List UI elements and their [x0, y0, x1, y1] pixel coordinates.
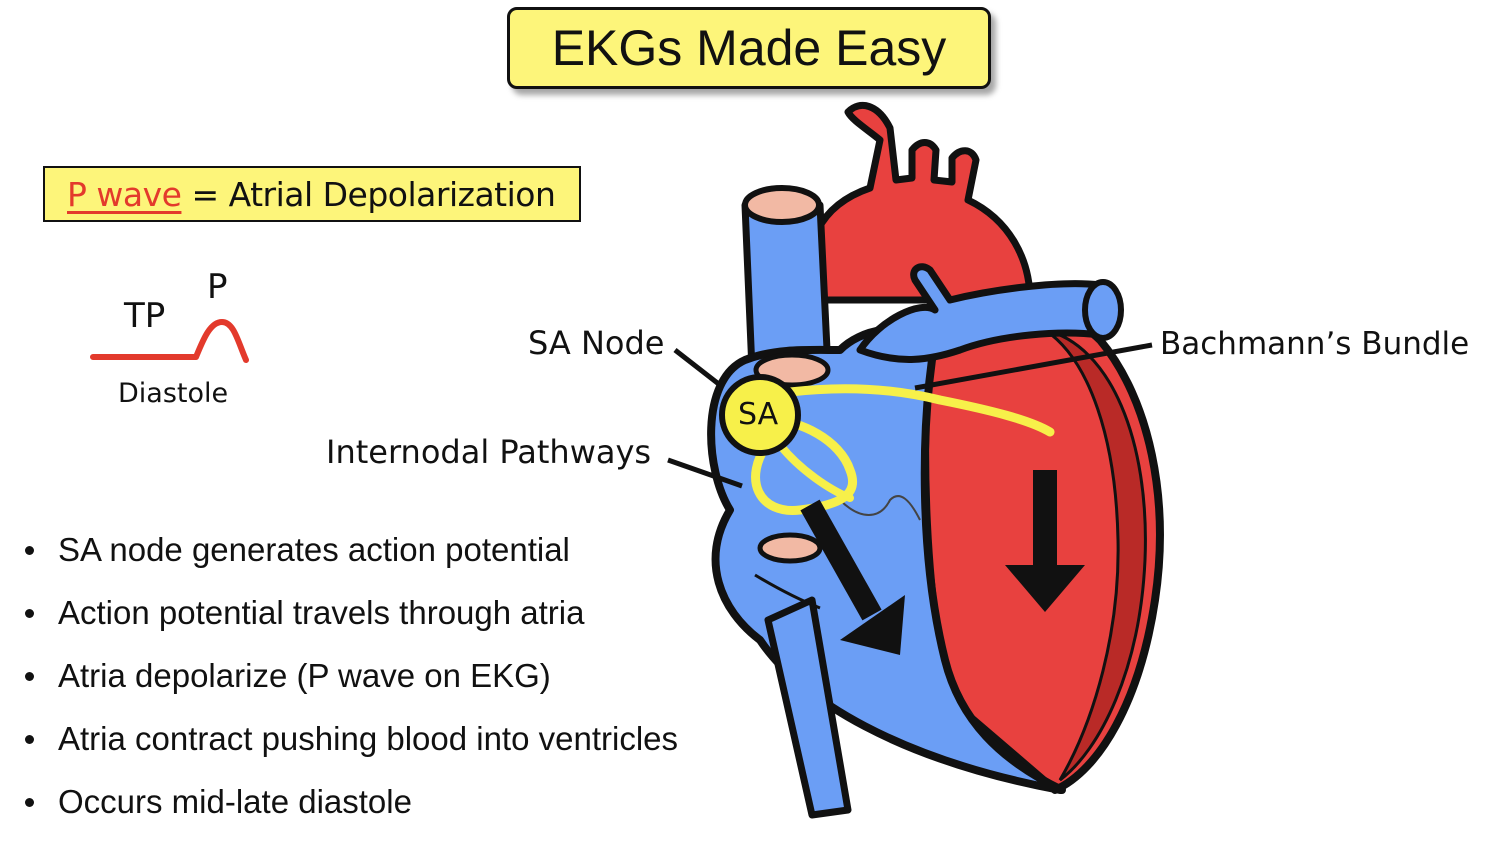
bullet-item: Atria depolarize (P wave on EKG): [22, 654, 678, 717]
tp-label: TP: [124, 296, 166, 336]
atrial-arrow-icon: [800, 499, 905, 655]
definition-term: P wave: [67, 174, 182, 214]
definition-equals: =: [191, 174, 219, 214]
p-wave-trace: [90, 319, 249, 363]
bullet-item: Atria contract pushing blood into ventri…: [22, 717, 678, 780]
definition-box: P wave = Atrial Depolarization: [43, 166, 581, 222]
internodal-leader: [667, 457, 743, 489]
sa-node-label: SA Node: [528, 324, 665, 362]
diastole-label: Diastole: [118, 378, 229, 409]
pulmonary-artery: [856, 263, 1104, 363]
left-ventricle-wall: [1044, 328, 1147, 782]
p-label: P: [207, 267, 228, 307]
bachmann-label: Bachmann’s Bundle: [1160, 326, 1470, 362]
definition-meaning: Atrial Depolarization: [228, 174, 556, 214]
bachmann-leader: [914, 342, 1153, 391]
aorta: [805, 101, 1034, 304]
p-wave-diagram: [90, 319, 249, 363]
bachmanns-bundle-pathway: [785, 384, 1055, 437]
sa-node-marker: [719, 374, 801, 456]
bullet-item: Occurs mid-late diastole: [22, 780, 678, 843]
sa-node-leader: [673, 348, 722, 387]
bullet-item: Action potential travels through atria: [22, 591, 678, 654]
inferior-vena-cava: [764, 596, 852, 819]
valve-outline: [839, 495, 921, 521]
sa-marker-text: SA: [738, 397, 779, 432]
page-title: EKGs Made Easy: [507, 7, 991, 89]
ventricle-arrow-icon: [1005, 470, 1085, 612]
pulmonary-opening: [1082, 279, 1124, 341]
internodal-pathway-loop: [751, 415, 857, 515]
atrial-opening-lower: [757, 532, 823, 564]
bullet-list: SA node generates action potential Actio…: [22, 528, 678, 843]
superior-vena-cava: [741, 201, 832, 374]
bullet-item: SA node generates action potential: [22, 528, 678, 591]
septum-line: [754, 573, 821, 610]
internodal-label: Internodal Pathways: [326, 433, 652, 471]
internodal-pathway-down: [776, 441, 854, 502]
svc-opening: [742, 185, 822, 225]
